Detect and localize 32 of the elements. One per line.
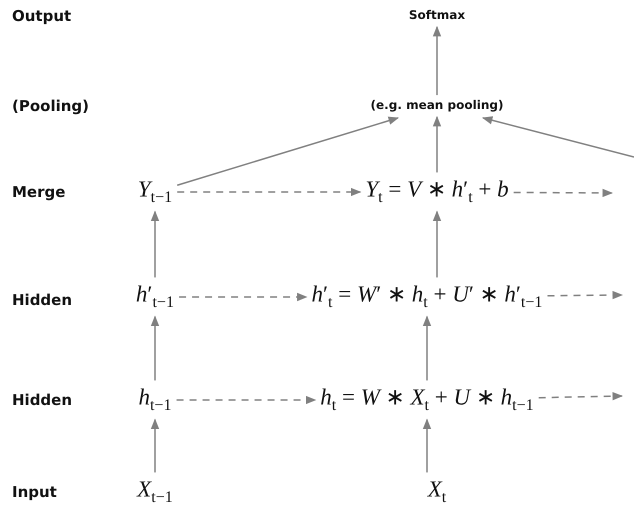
- arrow: [538, 392, 624, 400]
- row-label: Output: [12, 7, 72, 25]
- arrow: [422, 316, 432, 380]
- row-label: Hidden: [12, 291, 72, 309]
- formula: Y$_{t−1}$: [138, 176, 172, 208]
- formula: h′$_{t}$ = W′ ∗ h$_{t}$ + U′ ∗ h′$_{t−1}$: [312, 281, 542, 313]
- formula: h$_{t−1}$: [138, 384, 172, 416]
- arrow: [547, 290, 624, 300]
- arrow: [150, 316, 160, 380]
- row-label: Input: [12, 483, 57, 501]
- layer-label: Softmax: [408, 9, 466, 23]
- formula: X$_{t}$: [428, 476, 446, 508]
- formula: h′$_{t−1}$: [136, 281, 174, 313]
- row-label: Hidden: [12, 391, 72, 409]
- layer-label: (e.g. mean pooling): [370, 99, 504, 113]
- arrow: [150, 418, 160, 472]
- row-label: Merge: [12, 183, 66, 201]
- formula: Y$_{t}$ = V ∗ h′$_{t}$ + b: [365, 176, 509, 208]
- arrow: [179, 292, 308, 302]
- arrow: [422, 418, 432, 472]
- arrow: [482, 116, 634, 158]
- row-label: (Pooling): [12, 97, 90, 115]
- formula: X$_{t−1}$: [137, 476, 173, 508]
- arrow: [432, 116, 442, 172]
- arrow: [514, 188, 614, 198]
- arrow: [432, 210, 442, 278]
- arrow: [176, 116, 399, 186]
- arrow: [432, 26, 442, 96]
- arrow: [176, 396, 316, 404]
- arrow: [150, 210, 160, 278]
- arrow: [177, 188, 362, 196]
- formula: h$_{t}$ = W ∗ X$_{t}$ + U ∗ h$_{t−1}$: [320, 384, 534, 416]
